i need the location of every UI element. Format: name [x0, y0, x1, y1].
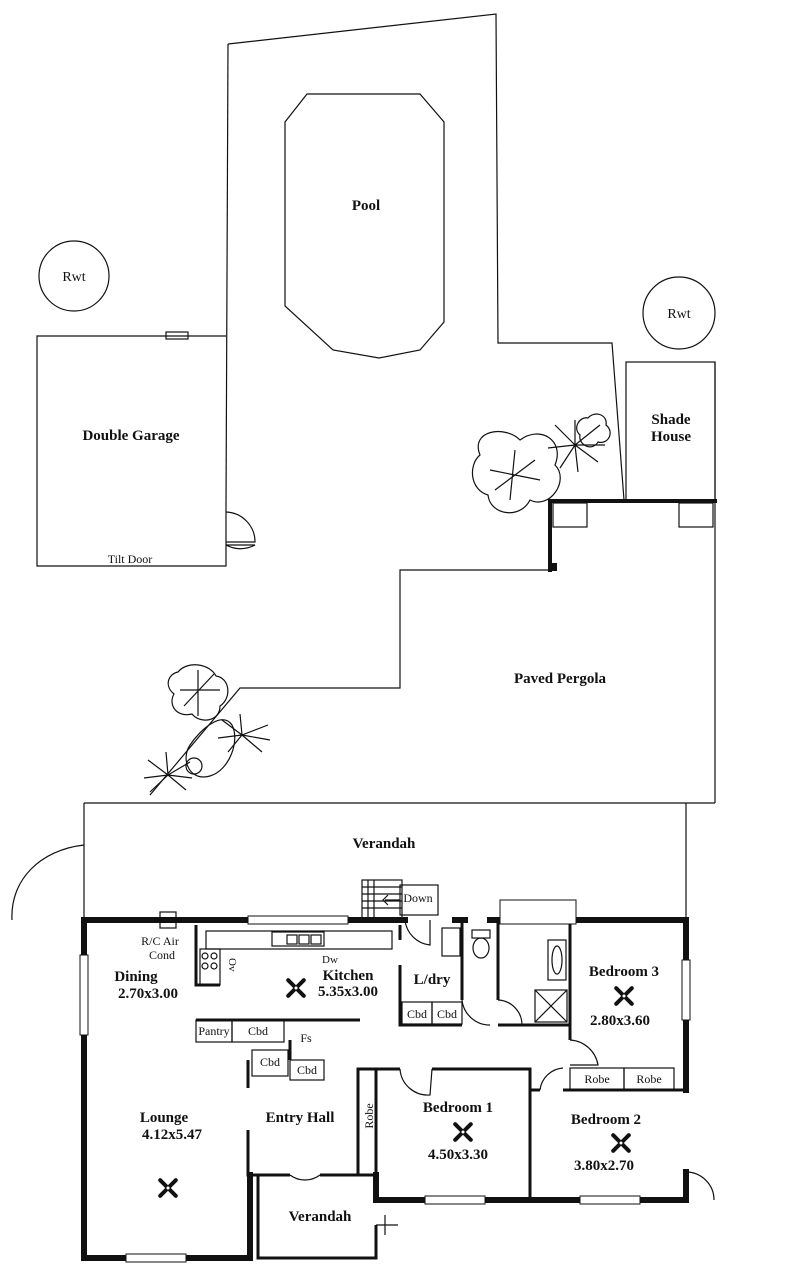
rc-air-label-1: R/C Air	[141, 934, 179, 948]
palm-icon	[217, 713, 271, 753]
pool-label: Pool	[352, 198, 380, 214]
pool-outline	[284, 93, 445, 359]
shower-icon	[534, 989, 568, 1023]
laundry-tub	[441, 927, 461, 957]
pergola-post-right	[678, 502, 714, 528]
lounge-label: Lounge	[140, 1110, 189, 1126]
bedroom2-label: Bedroom 2	[571, 1112, 641, 1128]
verandah-bottom-label: Verandah	[289, 1209, 352, 1225]
front-door	[289, 1174, 321, 1181]
kitchen-cbd-label: Cbd	[248, 1024, 268, 1038]
dining-size: 2.70x3.00	[118, 986, 178, 1002]
bedroom1-label: Bedroom 1	[423, 1100, 493, 1116]
pergola-top-wall	[548, 499, 717, 572]
garage-side-fence	[225, 43, 229, 509]
palm-icon	[143, 751, 193, 793]
robe-bed3-b-label: Robe	[636, 1072, 661, 1086]
tilt-door-label: Tilt Door	[108, 552, 153, 566]
verandah-arc	[11, 844, 85, 921]
pergola-post-left	[552, 502, 588, 528]
ov-label: Ov	[226, 958, 238, 972]
windows	[79, 899, 691, 1263]
ceiling-fan-icon	[453, 1122, 473, 1142]
tree-icon	[167, 664, 229, 721]
tree-icon	[576, 413, 611, 448]
rwt-right	[642, 276, 716, 350]
kitchen-size: 5.35x3.00	[318, 984, 378, 1000]
fs-label: Fs	[300, 1031, 312, 1045]
robe-bed1-label: Robe	[362, 1103, 376, 1128]
hall-cbd	[251, 1049, 289, 1077]
garden-feature	[185, 757, 203, 775]
robe-bed3-a-label: Robe	[584, 1072, 609, 1086]
bedroom3-label: Bedroom 3	[589, 964, 659, 980]
verandah-top-label: Verandah	[353, 836, 416, 852]
stove-cabinet	[199, 948, 221, 986]
toilet-door	[461, 999, 491, 1026]
paved-pergola-label: Paved Pergola	[514, 671, 607, 687]
rwt-left	[38, 240, 110, 312]
ceiling-fan-icon	[611, 1133, 631, 1153]
kitchen-label: Kitchen	[323, 968, 374, 984]
sink-icon	[271, 931, 325, 947]
garden-bed	[185, 719, 236, 778]
shade-house-label-2: House	[651, 429, 691, 445]
dining-label: Dining	[114, 969, 158, 985]
hall-cbd-2-label: Cbd	[297, 1063, 317, 1077]
ldry-door	[404, 919, 431, 946]
garage-door-swing	[225, 511, 256, 543]
bathroom-door	[497, 999, 523, 1026]
pantry-label: Pantry	[198, 1024, 229, 1038]
ldry-cbd-2-label: Cbd	[437, 1007, 457, 1021]
bath-icon	[547, 939, 567, 981]
rc-air-label-2: Cond	[149, 948, 175, 962]
bedroom3-door	[569, 1039, 599, 1066]
bedroom2-door	[539, 1067, 564, 1091]
stove-icon	[201, 952, 218, 970]
dw-label: Dw	[322, 954, 338, 966]
rwt-right-label: Rwt	[667, 307, 690, 322]
tree-icon	[471, 431, 561, 514]
ceiling-fan-icon	[286, 978, 306, 998]
ldry-cbd-2	[431, 1001, 463, 1025]
kitchen-cbd	[231, 1019, 285, 1043]
bedroom2-size: 3.80x2.70	[574, 1158, 634, 1174]
ldry-label: L/dry	[414, 972, 451, 988]
entry-hall-label: Entry Hall	[266, 1110, 335, 1126]
air-cond-unit	[159, 911, 177, 929]
side-door	[685, 1171, 715, 1201]
double-garage	[36, 335, 227, 567]
hall-cbd-label: Cbd	[260, 1055, 280, 1069]
hall-cbd-2	[289, 1059, 325, 1081]
garage-side-door	[225, 508, 256, 550]
shade-house-label-1: Shade	[651, 412, 691, 428]
pergola-post	[549, 563, 557, 571]
toilet-icon	[471, 929, 491, 959]
bedroom3-size: 2.80x3.60	[590, 1013, 650, 1029]
bedroom1-door	[399, 1068, 433, 1096]
robe-bed3-b	[623, 1067, 675, 1091]
ceiling-fan-icon	[158, 1178, 178, 1198]
down-label: Down	[403, 891, 432, 905]
bedroom1-size: 4.50x3.30	[428, 1147, 488, 1163]
ceiling-fan-icon	[614, 986, 634, 1006]
lounge-size: 4.12x5.47	[142, 1127, 203, 1143]
palm-icon	[547, 420, 605, 473]
kitchen-bench	[205, 930, 393, 950]
rwt-left-label: Rwt	[62, 270, 85, 285]
ldry-cbd-1-label: Cbd	[407, 1007, 427, 1021]
double-garage-label: Double Garage	[82, 428, 179, 444]
garage-window	[165, 331, 189, 340]
